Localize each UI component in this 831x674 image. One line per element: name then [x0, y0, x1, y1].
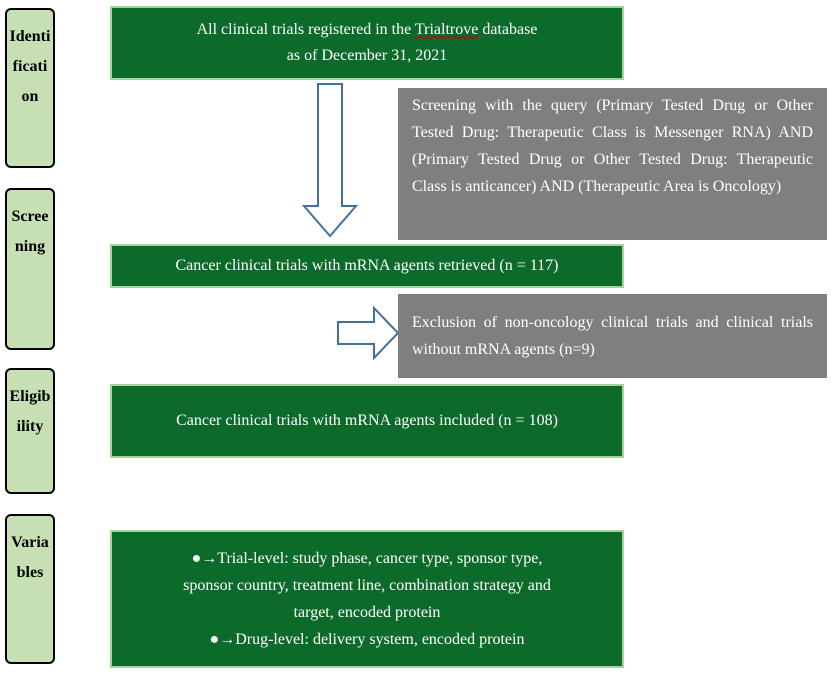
- included-box: Cancer clinical trials with mRNA agents …: [110, 384, 624, 458]
- stage-identification: Identification: [5, 8, 55, 168]
- stage-eligibility-label: Eligibility: [9, 388, 51, 435]
- included-text: Cancer clinical trials with mRNA agents …: [176, 412, 558, 429]
- all-trials-line1-pre: All clinical trials registered in the: [196, 21, 415, 38]
- query-box: Screening with the query (Primary Tested…: [398, 88, 827, 240]
- trial-level-line1: ●→Trial-level: study phase, cancer type,…: [191, 550, 543, 567]
- trialtrove-text: Trialtrove: [414, 21, 479, 38]
- variables-box: ●→Trial-level: study phase, cancer type,…: [110, 530, 624, 668]
- all-trials-line1: All clinical trials registered in the Tr…: [197, 17, 538, 43]
- stage-eligibility: Eligibility: [5, 368, 55, 494]
- stage-variables-label: Variables: [11, 534, 49, 581]
- drug-level-line: ●→Drug-level: delivery system, encoded p…: [209, 631, 525, 648]
- down-arrow-icon: [301, 83, 359, 238]
- trial-level-line2: sponsor country, treatment line, combina…: [183, 577, 551, 594]
- query-text: Screening with the query (Primary Tested…: [412, 97, 813, 195]
- retrieved-text: Cancer clinical trials with mRNA agents …: [175, 257, 559, 274]
- stage-screening-label: Screening: [11, 208, 49, 255]
- retrieved-box: Cancer clinical trials with mRNA agents …: [110, 244, 624, 288]
- stage-variables: Variables: [5, 514, 55, 664]
- stage-identification-label: Identification: [9, 28, 51, 105]
- exclusion-box: Exclusion of non-oncology clinical trial…: [398, 294, 827, 378]
- exclusion-text: Exclusion of non-oncology clinical trial…: [412, 314, 813, 358]
- stage-screening: Screening: [5, 188, 55, 350]
- right-arrow-icon: [337, 306, 400, 360]
- all-trials-line1-post: database: [478, 21, 538, 38]
- all-trials-line2: as of December 31, 2021: [286, 47, 448, 64]
- all-trials-box: All clinical trials registered in the Tr…: [110, 6, 624, 80]
- trial-level-line3: target, encoded protein: [293, 604, 441, 621]
